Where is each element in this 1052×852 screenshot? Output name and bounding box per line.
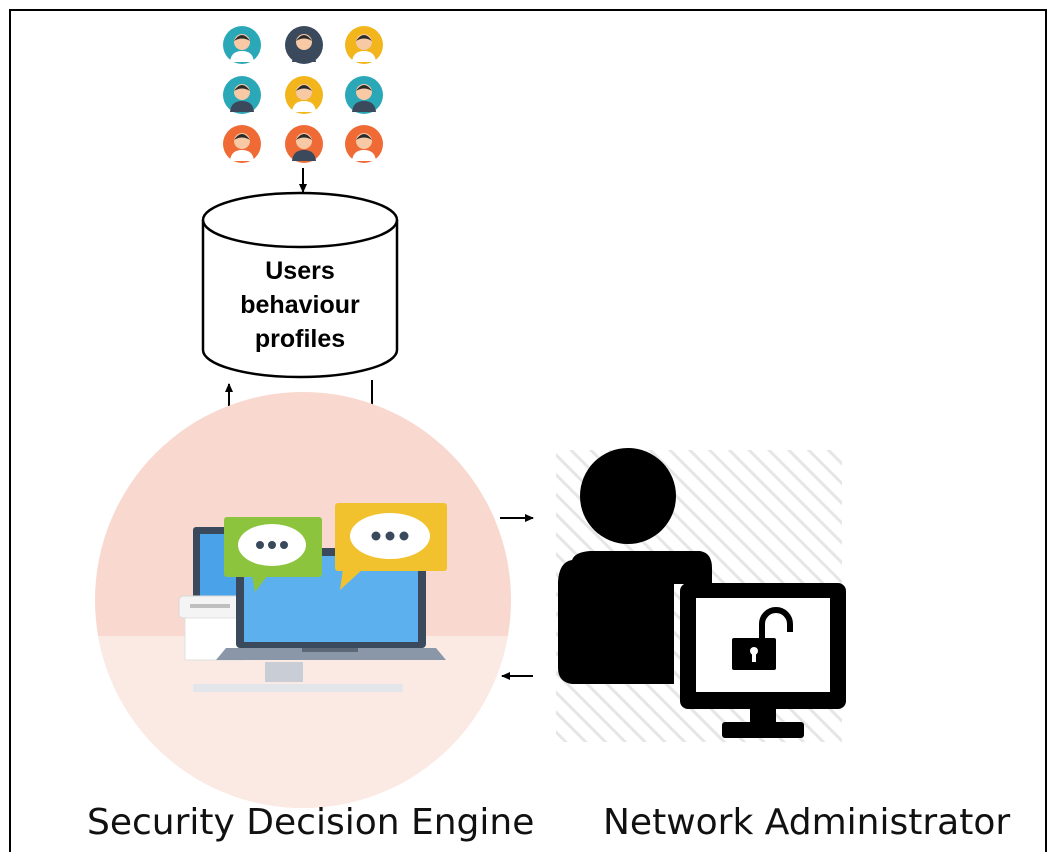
database-cylinder <box>201 191 399 379</box>
user-avatar-icon <box>345 76 383 114</box>
user-avatar-icon <box>285 26 323 64</box>
network-administrator-caption: Network Administrator <box>603 802 1011 843</box>
admin-illustration <box>556 448 846 742</box>
chat-bubble-green-icon <box>224 517 322 592</box>
database-label: Users behaviour profiles <box>205 254 395 356</box>
database-label-line2: behaviour <box>240 291 360 319</box>
admin-person-icon <box>558 448 712 684</box>
user-avatar-icon <box>285 125 323 163</box>
chat-bubble-yellow-icon <box>335 503 447 590</box>
diagram-frame <box>9 9 1047 852</box>
printer-icon <box>178 595 248 661</box>
user-avatar-icon <box>223 125 261 163</box>
database-label-line1: Users <box>265 257 335 285</box>
user-avatar-icon <box>285 76 323 114</box>
engine-illustration <box>95 392 511 808</box>
user-avatar-icon <box>345 125 383 163</box>
unlocked-padlock-icon <box>732 607 793 670</box>
users-grid <box>223 26 383 163</box>
database-label-line3: profiles <box>254 325 346 353</box>
user-avatar-icon <box>345 26 383 64</box>
security-decision-engine-caption: Security Decision Engine <box>87 802 535 843</box>
user-avatar-icon <box>223 26 261 64</box>
user-avatar-icon <box>223 76 261 114</box>
